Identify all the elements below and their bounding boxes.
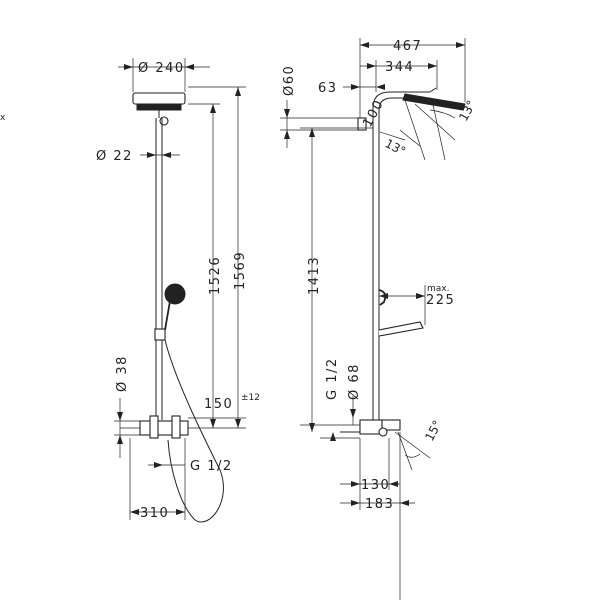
hand-shower-head	[164, 283, 186, 305]
pipe-diameter-label: Ø 22	[96, 149, 133, 164]
dim-inlet-side: G 1/2 Ø 68	[300, 357, 362, 441]
inlet-thread-side-label: G 1/2	[325, 357, 340, 400]
dim-head-angles: 100 13° 13°	[360, 97, 479, 161]
mixer-projection-label: 183	[365, 497, 394, 512]
reach-arm-label: 344	[385, 60, 414, 75]
dim-height-total: 1569	[188, 86, 248, 428]
side-view: 467 344 63 Ø60	[280, 38, 479, 600]
dim-head-diameter: Ø 240	[118, 58, 210, 92]
dim-holder-max: max. 225	[379, 284, 455, 325]
height-head-label: 1526	[208, 256, 223, 295]
mixer-knob-side	[378, 427, 388, 437]
height-total-label: 1569	[233, 251, 248, 290]
inlet-diameter-label: Ø 68	[347, 363, 362, 400]
inlet-spacing-label: 310	[140, 506, 169, 521]
height-mixer-label: 150	[204, 397, 233, 412]
wall-offset-label: 63	[318, 81, 338, 96]
bracket-diameter-label: Ø60	[282, 65, 297, 96]
shower-arm-inner	[378, 97, 430, 128]
shower-head-plate	[136, 103, 182, 111]
mixer-diameter-label: Ø 38	[115, 355, 130, 392]
spout-angle-label: 15°	[422, 418, 444, 443]
dim-inlet-spacing: 310	[130, 506, 185, 521]
spout-projection-label: 130	[361, 478, 390, 493]
mixer-handle-right	[171, 415, 181, 439]
dim-spout-projection: 130	[340, 432, 401, 600]
stray-mark: x	[0, 113, 6, 123]
mixer-side-spout	[381, 419, 401, 431]
mixer-handle-left	[149, 415, 159, 439]
front-view: Ø 240 Ø 22 1526 1569	[96, 58, 260, 523]
thermostat-mixer-side	[340, 419, 401, 437]
thermostat-mixer-front	[120, 415, 208, 439]
shower-head-body	[132, 92, 186, 105]
holder-max-label: max.	[427, 284, 449, 294]
shower-joint	[159, 116, 169, 126]
overhead-shower-front	[132, 92, 186, 126]
shower-head-side	[402, 93, 466, 111]
riser-pipe-front	[155, 118, 163, 420]
head-offset-label: 100	[360, 97, 387, 130]
hand-shower-handle	[164, 300, 171, 331]
dim-bracket-diameter: Ø60	[280, 65, 358, 148]
dim-pipe-diameter: Ø 22	[96, 149, 180, 164]
wall-bracket	[357, 117, 367, 131]
shower-arm-outer	[372, 91, 430, 128]
hand-shower-side-body	[378, 321, 424, 337]
dim-height-head: 1526	[188, 103, 223, 428]
holder-max-value: 225	[426, 293, 455, 308]
dim-inlet-thread-front: G 1/2	[129, 438, 233, 520]
dim-mixer-projection: 183	[340, 497, 415, 512]
head-diameter-label: Ø 240	[138, 61, 185, 76]
shower-hose	[164, 339, 224, 523]
dim-wall-offset: 63	[318, 81, 385, 96]
dim-reach-total: 467	[359, 38, 466, 118]
dim-spout-angle: 15°	[394, 418, 445, 471]
dim-reach-arm: 344	[360, 60, 438, 92]
hand-shower-front	[154, 283, 186, 341]
height-tolerance-label: ±12	[241, 393, 260, 403]
reach-total-label: 467	[393, 39, 422, 54]
tilt-angle-2-label: 13°	[456, 98, 478, 123]
overhead-shower-side	[402, 87, 466, 111]
dim-height-mixer: 150 ±12	[188, 393, 260, 429]
height-bracket-label: 1413	[307, 256, 322, 295]
shower-holder	[154, 328, 166, 341]
inlet-thread-front-label: G 1/2	[190, 459, 233, 474]
dim-mixer-diameter: Ø 38	[114, 355, 140, 458]
riser-pipe-side	[372, 128, 380, 420]
mixer-body	[139, 420, 189, 436]
